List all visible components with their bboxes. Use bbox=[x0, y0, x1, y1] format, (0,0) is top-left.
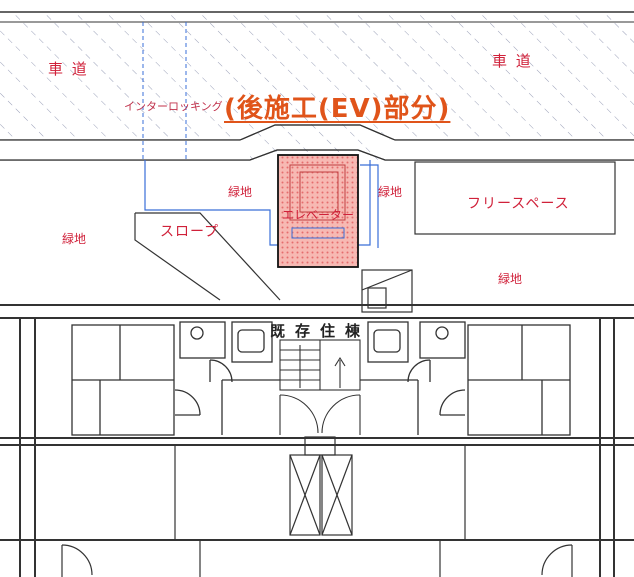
access-route bbox=[144, 160, 379, 248]
road-label-left: 車 道 bbox=[48, 60, 89, 78]
interlocking-lines bbox=[142, 22, 187, 160]
road-label-right: 車 道 bbox=[492, 52, 533, 70]
elevator-label: エレベーター bbox=[282, 208, 355, 222]
lower-rooms bbox=[61, 436, 573, 577]
green-area-label-2: 緑地 bbox=[378, 185, 403, 199]
stairwell bbox=[279, 339, 361, 435]
interlocking-label: インターロッキング bbox=[124, 100, 223, 113]
green-area-label-1: 緑地 bbox=[228, 185, 253, 199]
callout-title: (後施工(EV)部分) bbox=[224, 94, 451, 124]
free-space-area bbox=[414, 161, 616, 235]
green-area-label-4: 緑地 bbox=[498, 272, 523, 286]
free-space-label: フリースペース bbox=[467, 196, 570, 212]
green-area-label-3: 緑地 bbox=[62, 232, 87, 246]
stair-structure bbox=[361, 269, 413, 313]
road-area bbox=[0, 11, 634, 160]
left-unit bbox=[71, 321, 280, 436]
right-unit bbox=[360, 321, 571, 436]
slope bbox=[134, 212, 281, 301]
existing-building-label: 既存住棟 bbox=[270, 322, 371, 340]
slope-label: スロープ bbox=[160, 224, 220, 240]
elevator-addition bbox=[277, 154, 359, 268]
existing-building bbox=[0, 304, 634, 577]
